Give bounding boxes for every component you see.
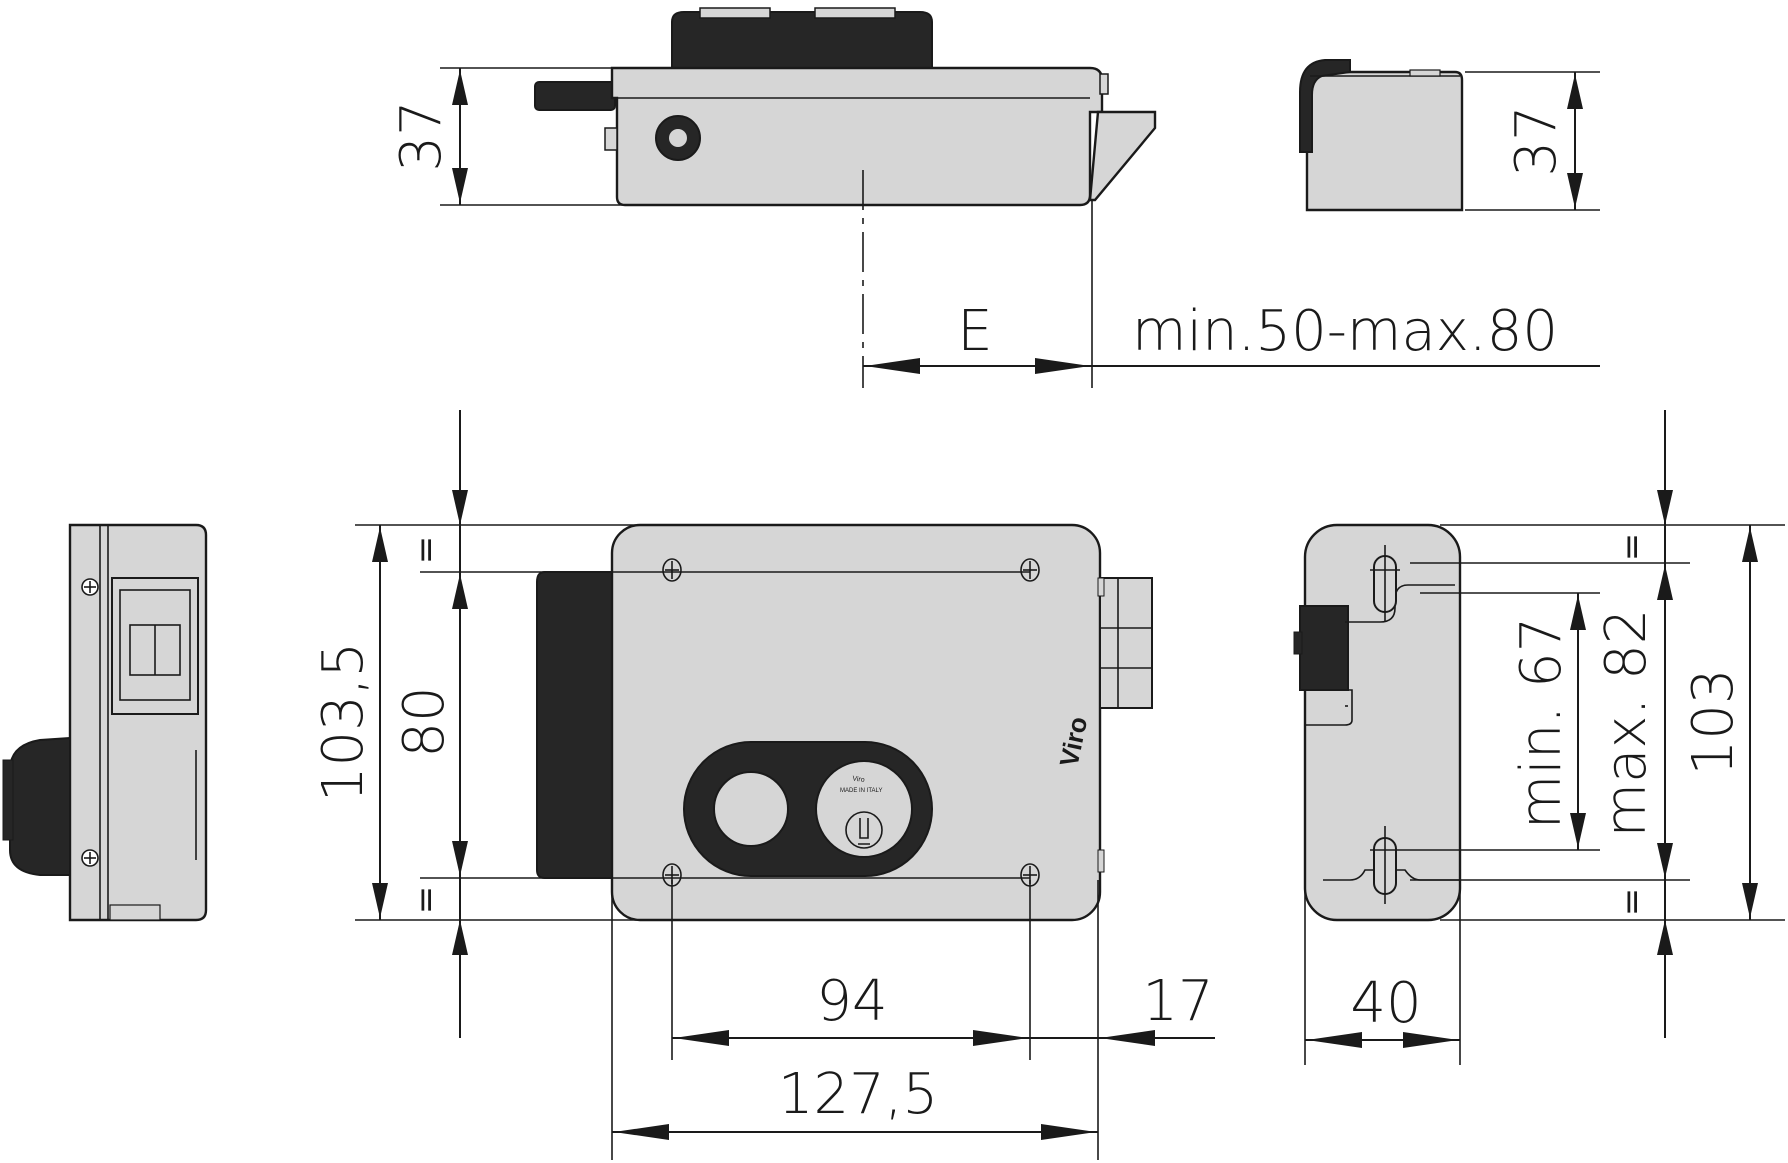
dim-label-side-height: 103	[1681, 669, 1746, 776]
equal-mark-left-top: =	[406, 536, 446, 565]
equal-mark-right-top: =	[1612, 533, 1652, 562]
dim-label-slot-min: min. 67	[1509, 617, 1574, 829]
top-end-body	[1305, 70, 1464, 212]
top-view-handle-bar	[534, 81, 616, 111]
left-side-screw-top	[81, 578, 99, 596]
equal-mark-left-bottom: =	[406, 886, 446, 915]
front-screw-bottom-right	[1020, 863, 1040, 887]
left-side-screw-bottom	[81, 849, 99, 867]
right-dimensions	[1304, 410, 1785, 1065]
dim-label-projection: 17	[1142, 969, 1213, 1034]
equal-mark-right-bottom: =	[1612, 888, 1652, 917]
key-icon	[845, 811, 883, 849]
top-view	[440, 7, 1600, 388]
dim-label-backset-range: min.50-max.80	[1132, 299, 1558, 364]
front-screw-bottom-left	[662, 863, 682, 887]
front-screw-top-left	[662, 558, 682, 582]
top-end-view	[1299, 59, 1600, 212]
front-screw-top-right	[1020, 558, 1040, 582]
dim-label-overall-width: 127,5	[778, 1062, 938, 1127]
dim-label-depth: 40	[1350, 971, 1421, 1036]
right-side-latch-block	[1299, 605, 1349, 691]
front-view: Viro MADE IN ITALY Viro	[536, 523, 1153, 922]
front-cylinder-brand: Viro	[852, 775, 865, 784]
dim-label-top-height-right: 37	[1504, 105, 1569, 176]
dim-label-slot-max: max. 82	[1594, 609, 1659, 838]
dim-label-backset: E	[957, 299, 992, 364]
dim-label-fixing-width: 94	[816, 969, 887, 1034]
left-side-knob	[9, 736, 71, 876]
dim-label-fixing-height: 80	[392, 686, 457, 757]
top-view-lock-body	[610, 66, 1104, 207]
front-key-cylinder	[815, 760, 913, 858]
left-side-view	[2, 523, 208, 922]
dim-label-top-height-left: 37	[389, 100, 454, 171]
top-view-latch-tongue	[1088, 110, 1157, 202]
top-end-knob	[1299, 59, 1351, 153]
dim-label-overall-height: 103,5	[311, 642, 376, 802]
front-dimensions	[355, 410, 1215, 1160]
front-button-hole	[713, 771, 789, 847]
dimension-labels: 37 37 E min.50-max.80 103,5 80 94 17 127…	[311, 100, 1746, 1127]
front-cylinder-made-in: MADE IN ITALY	[840, 788, 882, 794]
top-view-cylinder-housing	[671, 11, 933, 69]
front-cover-plate	[536, 571, 613, 879]
right-side-view	[1293, 523, 1462, 922]
